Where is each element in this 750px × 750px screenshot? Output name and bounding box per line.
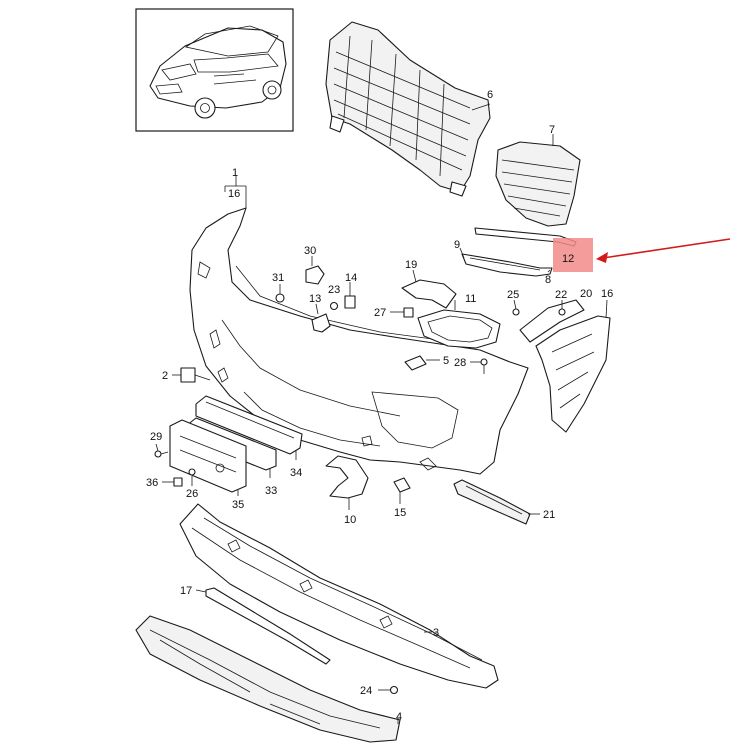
- part-7-side-grille: [495, 141, 581, 227]
- part-25-clip: [512, 308, 520, 316]
- callout-31: 31: [272, 272, 284, 284]
- callout-27: 27: [374, 307, 386, 319]
- callout-6: 6: [487, 89, 493, 101]
- callout-24: 24: [360, 685, 372, 697]
- part-34-plate-holder: [195, 395, 303, 455]
- part-14-clip: [344, 295, 356, 309]
- part-13-bracket: [311, 313, 331, 333]
- part-17-strip: [205, 587, 331, 665]
- indicator-arrow: [596, 238, 731, 263]
- part-22-screw: [558, 308, 566, 316]
- callout-22: 22: [555, 289, 567, 301]
- part-3-underbody-shield: [179, 503, 499, 689]
- part-21-side-trim: [453, 479, 531, 525]
- callout-16a: 16: [228, 188, 240, 200]
- part-10-lower-trim: [325, 455, 369, 499]
- part-24-screw: [389, 685, 399, 695]
- callout-10: 10: [344, 514, 356, 526]
- part-19-bracket: [401, 279, 457, 309]
- callout-19: 19: [405, 259, 417, 271]
- callout-35: 35: [232, 499, 244, 511]
- callout-11: 11: [465, 293, 476, 305]
- part-9-trim-strip: [461, 253, 553, 277]
- part-26-screw: [188, 468, 196, 476]
- callout-30: 30: [304, 245, 316, 257]
- callout-5: 5: [443, 355, 449, 367]
- callout-9: 9: [454, 239, 460, 251]
- callout-26: 26: [186, 488, 198, 500]
- callout-28: 28: [454, 357, 466, 369]
- part-23-screw: [329, 301, 339, 311]
- part-30-sensor: [305, 265, 325, 285]
- part-2-plug: [180, 367, 196, 383]
- callout-13: 13: [309, 293, 321, 305]
- part-28-screw: [480, 358, 488, 374]
- callout-29: 29: [150, 431, 162, 443]
- highlight-box: [553, 238, 593, 272]
- callout-20: 20: [580, 288, 592, 300]
- part-31-clip: [275, 293, 285, 303]
- callout-25: 25: [507, 289, 519, 301]
- callout-4: 4: [396, 711, 402, 723]
- part-29-screw: [154, 450, 169, 458]
- part-20-bracket: [519, 299, 585, 343]
- part-4-lower-shield: [135, 615, 401, 743]
- part-5-tow-cover: [404, 355, 427, 371]
- part-35-plate-bracket: [169, 419, 247, 493]
- vehicle-thumbnail: [135, 8, 294, 132]
- callout-12: 12: [562, 253, 574, 265]
- callout-33: 33: [265, 485, 277, 497]
- callout-36: 36: [146, 477, 158, 489]
- callout-7: 7: [549, 124, 555, 136]
- callout-8: 8: [545, 274, 551, 286]
- callout-17: 17: [180, 585, 192, 597]
- callout-1: 1: [232, 167, 238, 179]
- callout-16b: 16: [601, 288, 613, 300]
- part-36-nut: [173, 477, 183, 487]
- part-15-clip: [393, 477, 411, 493]
- callout-2: 2: [162, 370, 168, 382]
- part-11-fog-frame: [417, 309, 501, 349]
- part-16-side-bracket: [535, 315, 611, 433]
- part-27-nut: [403, 307, 414, 318]
- callout-14: 14: [345, 272, 357, 284]
- callout-3: 3: [433, 627, 439, 639]
- callout-21: 21: [543, 509, 555, 521]
- callout-34: 34: [290, 467, 302, 479]
- callout-23: 23: [328, 284, 340, 296]
- part-6-upper-grille: [325, 21, 491, 197]
- callout-15: 15: [394, 507, 406, 519]
